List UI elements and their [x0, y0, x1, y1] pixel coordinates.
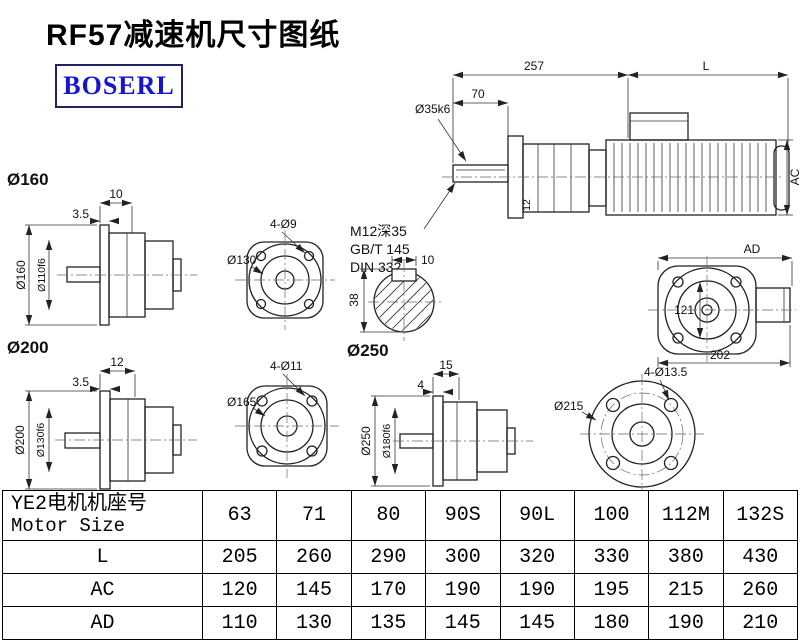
dim-dia: Ø130: [227, 253, 257, 267]
brand-logo-text: BOSERL: [63, 71, 175, 100]
table-row-AD: AD 110 130 135 145 145 180 190 210: [2, 606, 799, 640]
dim-key-width: 10: [421, 253, 435, 267]
cell: 215: [648, 573, 724, 607]
cell: 430: [722, 540, 799, 574]
col-header-90S: 90S: [425, 490, 501, 541]
cell: 205: [201, 540, 278, 574]
dim-L: L: [703, 59, 710, 73]
motor-size-header-en: Motor Size: [11, 515, 126, 538]
dim-holes: 4-Ø13.5: [644, 365, 688, 379]
dim-121: 121: [674, 303, 694, 317]
page-title: RF57减速机尺寸图纸: [46, 19, 341, 52]
cell: 320: [499, 540, 575, 574]
shaft-section-drawing: 10 38: [347, 253, 444, 341]
flange130-front-drawing: 4-Ø9 Ø130: [227, 217, 335, 330]
table-row-L: L 205 260 290 300 320 330 380 430: [2, 540, 799, 574]
rear-view-drawing: AD 121 202: [648, 242, 796, 367]
cell: 190: [425, 573, 501, 607]
dim-key: 12: [521, 199, 533, 211]
flange250-drawing: Ø250 15 4 Ø250 Ø180f6: [347, 341, 533, 487]
dim-holes: 4-Ø11: [270, 359, 303, 373]
motor-size-header-cn: YE2电机机座号: [11, 493, 148, 517]
dim-202: 202: [710, 348, 730, 362]
flange160-drawing: Ø160 10 3.5 Ø160 Ø110f6: [7, 170, 197, 326]
cell: 145: [425, 606, 501, 640]
cell: 260: [722, 573, 799, 607]
shaft-stub: [66, 266, 101, 283]
col-header-71: 71: [276, 490, 352, 541]
shaft-diameter-label: Ø35k6: [415, 102, 451, 116]
dim-70: 70: [471, 87, 485, 101]
dim-od: Ø250: [359, 426, 373, 456]
dim-dia: Ø215: [554, 399, 584, 413]
col-header-80: 80: [350, 490, 427, 541]
motor-body: [605, 139, 777, 216]
col-header-100: 100: [573, 490, 650, 541]
motor-adapter: [588, 149, 607, 207]
dim-key-height: 38: [347, 293, 361, 307]
flange165-front-drawing: 4-Ø11 Ø165: [227, 359, 339, 478]
terminal-box: [629, 112, 689, 141]
dim-spigot: Ø130f6: [35, 423, 47, 458]
cell: 190: [499, 573, 575, 607]
cell: 170: [350, 573, 427, 607]
cell: 290: [350, 540, 427, 574]
flange200-drawing: Ø200 12 3.5 Ø200 Ø130f6: [7, 338, 197, 490]
cell: 190: [648, 606, 724, 640]
motor-size-header: YE2电机机座号 Motor Size: [2, 490, 203, 541]
cell: 380: [648, 540, 724, 574]
table-row-AC: AC 120 145 170 190 190 195 215 260: [2, 573, 799, 607]
col-header-90L: 90L: [499, 490, 575, 541]
dim-len: 15: [439, 358, 453, 372]
cell: 145: [499, 606, 575, 640]
row-label-AD: AD: [2, 606, 203, 640]
output-shaft: [452, 164, 509, 183]
cell: 120: [201, 573, 278, 607]
cell: 260: [276, 540, 352, 574]
dim-od: Ø200: [13, 425, 27, 455]
dim-AC: AC: [788, 168, 800, 185]
dim-257: 257: [524, 59, 544, 73]
dim-plate: 3.5: [72, 207, 89, 221]
dim-spigot: Ø110f6: [36, 258, 48, 292]
cell: 110: [201, 606, 278, 640]
motor-fins: [613, 143, 767, 212]
dim-AD: AD: [744, 242, 761, 256]
row-label-AC: AC: [2, 573, 203, 607]
note-gb: GB/T 145: [350, 241, 410, 257]
cell: 210: [722, 606, 799, 640]
flange160-section-label: Ø160: [7, 170, 49, 189]
dim-plate: 4: [417, 378, 424, 392]
dim-plate: 3.5: [72, 375, 89, 389]
dim-len: 10: [109, 187, 123, 201]
flange200-section-label: Ø200: [7, 338, 49, 357]
cell: 180: [573, 606, 650, 640]
brand-logo: BOSERL: [55, 64, 183, 108]
cell: 145: [276, 573, 352, 607]
row-label-L: L: [2, 540, 203, 574]
dim-len: 12: [110, 355, 124, 369]
cell: 330: [573, 540, 650, 574]
note-tap: M12深35: [350, 223, 407, 239]
cell: 300: [425, 540, 501, 574]
dim-od: Ø160: [14, 260, 28, 290]
cell: 195: [573, 573, 650, 607]
square-flange: [246, 241, 324, 319]
shaft-stub: [64, 432, 101, 449]
cell: 130: [276, 606, 352, 640]
col-header-63: 63: [201, 490, 278, 541]
flange250-section-label: Ø250: [347, 341, 389, 360]
flange215-front-drawing: 4-Ø13.5 Ø215: [554, 365, 704, 490]
dim-dia: Ø165: [227, 395, 257, 409]
col-header-112M: 112M: [648, 490, 724, 541]
dim-spigot: Ø180f6: [381, 424, 393, 459]
col-header-132S: 132S: [722, 490, 799, 541]
cell: 135: [350, 606, 427, 640]
terminal-box-side: [755, 287, 791, 323]
dim-holes: 4-Ø9: [270, 217, 297, 231]
motor-size-table: YE2电机机座号 Motor Size 63 71 80 90S 90L 100…: [2, 490, 799, 640]
table-header-row: YE2电机机座号 Motor Size 63 71 80 90S 90L 100…: [2, 490, 799, 541]
